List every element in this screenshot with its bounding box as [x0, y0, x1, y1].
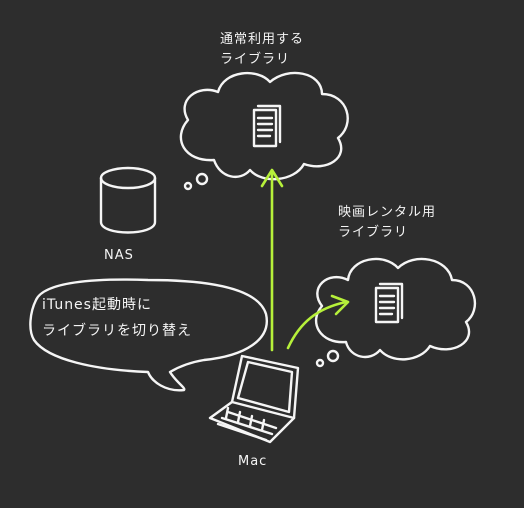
top-cloud-label-line-1: 通常利用する: [220, 32, 305, 47]
top-cloud-puff-small: [183, 181, 193, 191]
right-cloud-label-line-1: 映画レンタル用: [338, 205, 437, 220]
speech-bubble-shape: [29, 278, 268, 392]
arrow-to-right-cloud: [286, 300, 348, 350]
mac-label: Mac: [238, 454, 268, 469]
speech-bubble-line-2: ライブラリを切り替え: [42, 323, 192, 339]
top-cloud-puff-large: [195, 172, 209, 186]
right-cloud-puff-small: [315, 358, 325, 368]
top-cloud-label: 通常利用する ライブラリ: [220, 30, 304, 70]
arrow-to-right-cloud-head: [330, 294, 350, 316]
top-cloud-shape: [179, 71, 349, 181]
right-cloud-label-line-2: ライブラリ: [338, 225, 409, 240]
arrow-to-top-cloud-head: [260, 168, 284, 188]
right-cloud-shape: [315, 257, 477, 361]
nas-label: NAS: [104, 248, 134, 263]
speech-bubble-text: iTunes起動時に ライブラリを切り替え: [42, 292, 192, 344]
top-cloud-label-line-2: ライブラリ: [220, 52, 291, 67]
right-cloud-puff-large: [326, 349, 340, 363]
nas-cylinder-icon: [99, 166, 157, 234]
right-document-icon: [374, 282, 404, 324]
laptop-icon: [208, 354, 300, 444]
top-document-icon: [252, 104, 282, 148]
speech-bubble-line-1: iTunes起動時に: [42, 297, 152, 313]
right-cloud-label: 映画レンタル用 ライブラリ: [338, 203, 436, 243]
